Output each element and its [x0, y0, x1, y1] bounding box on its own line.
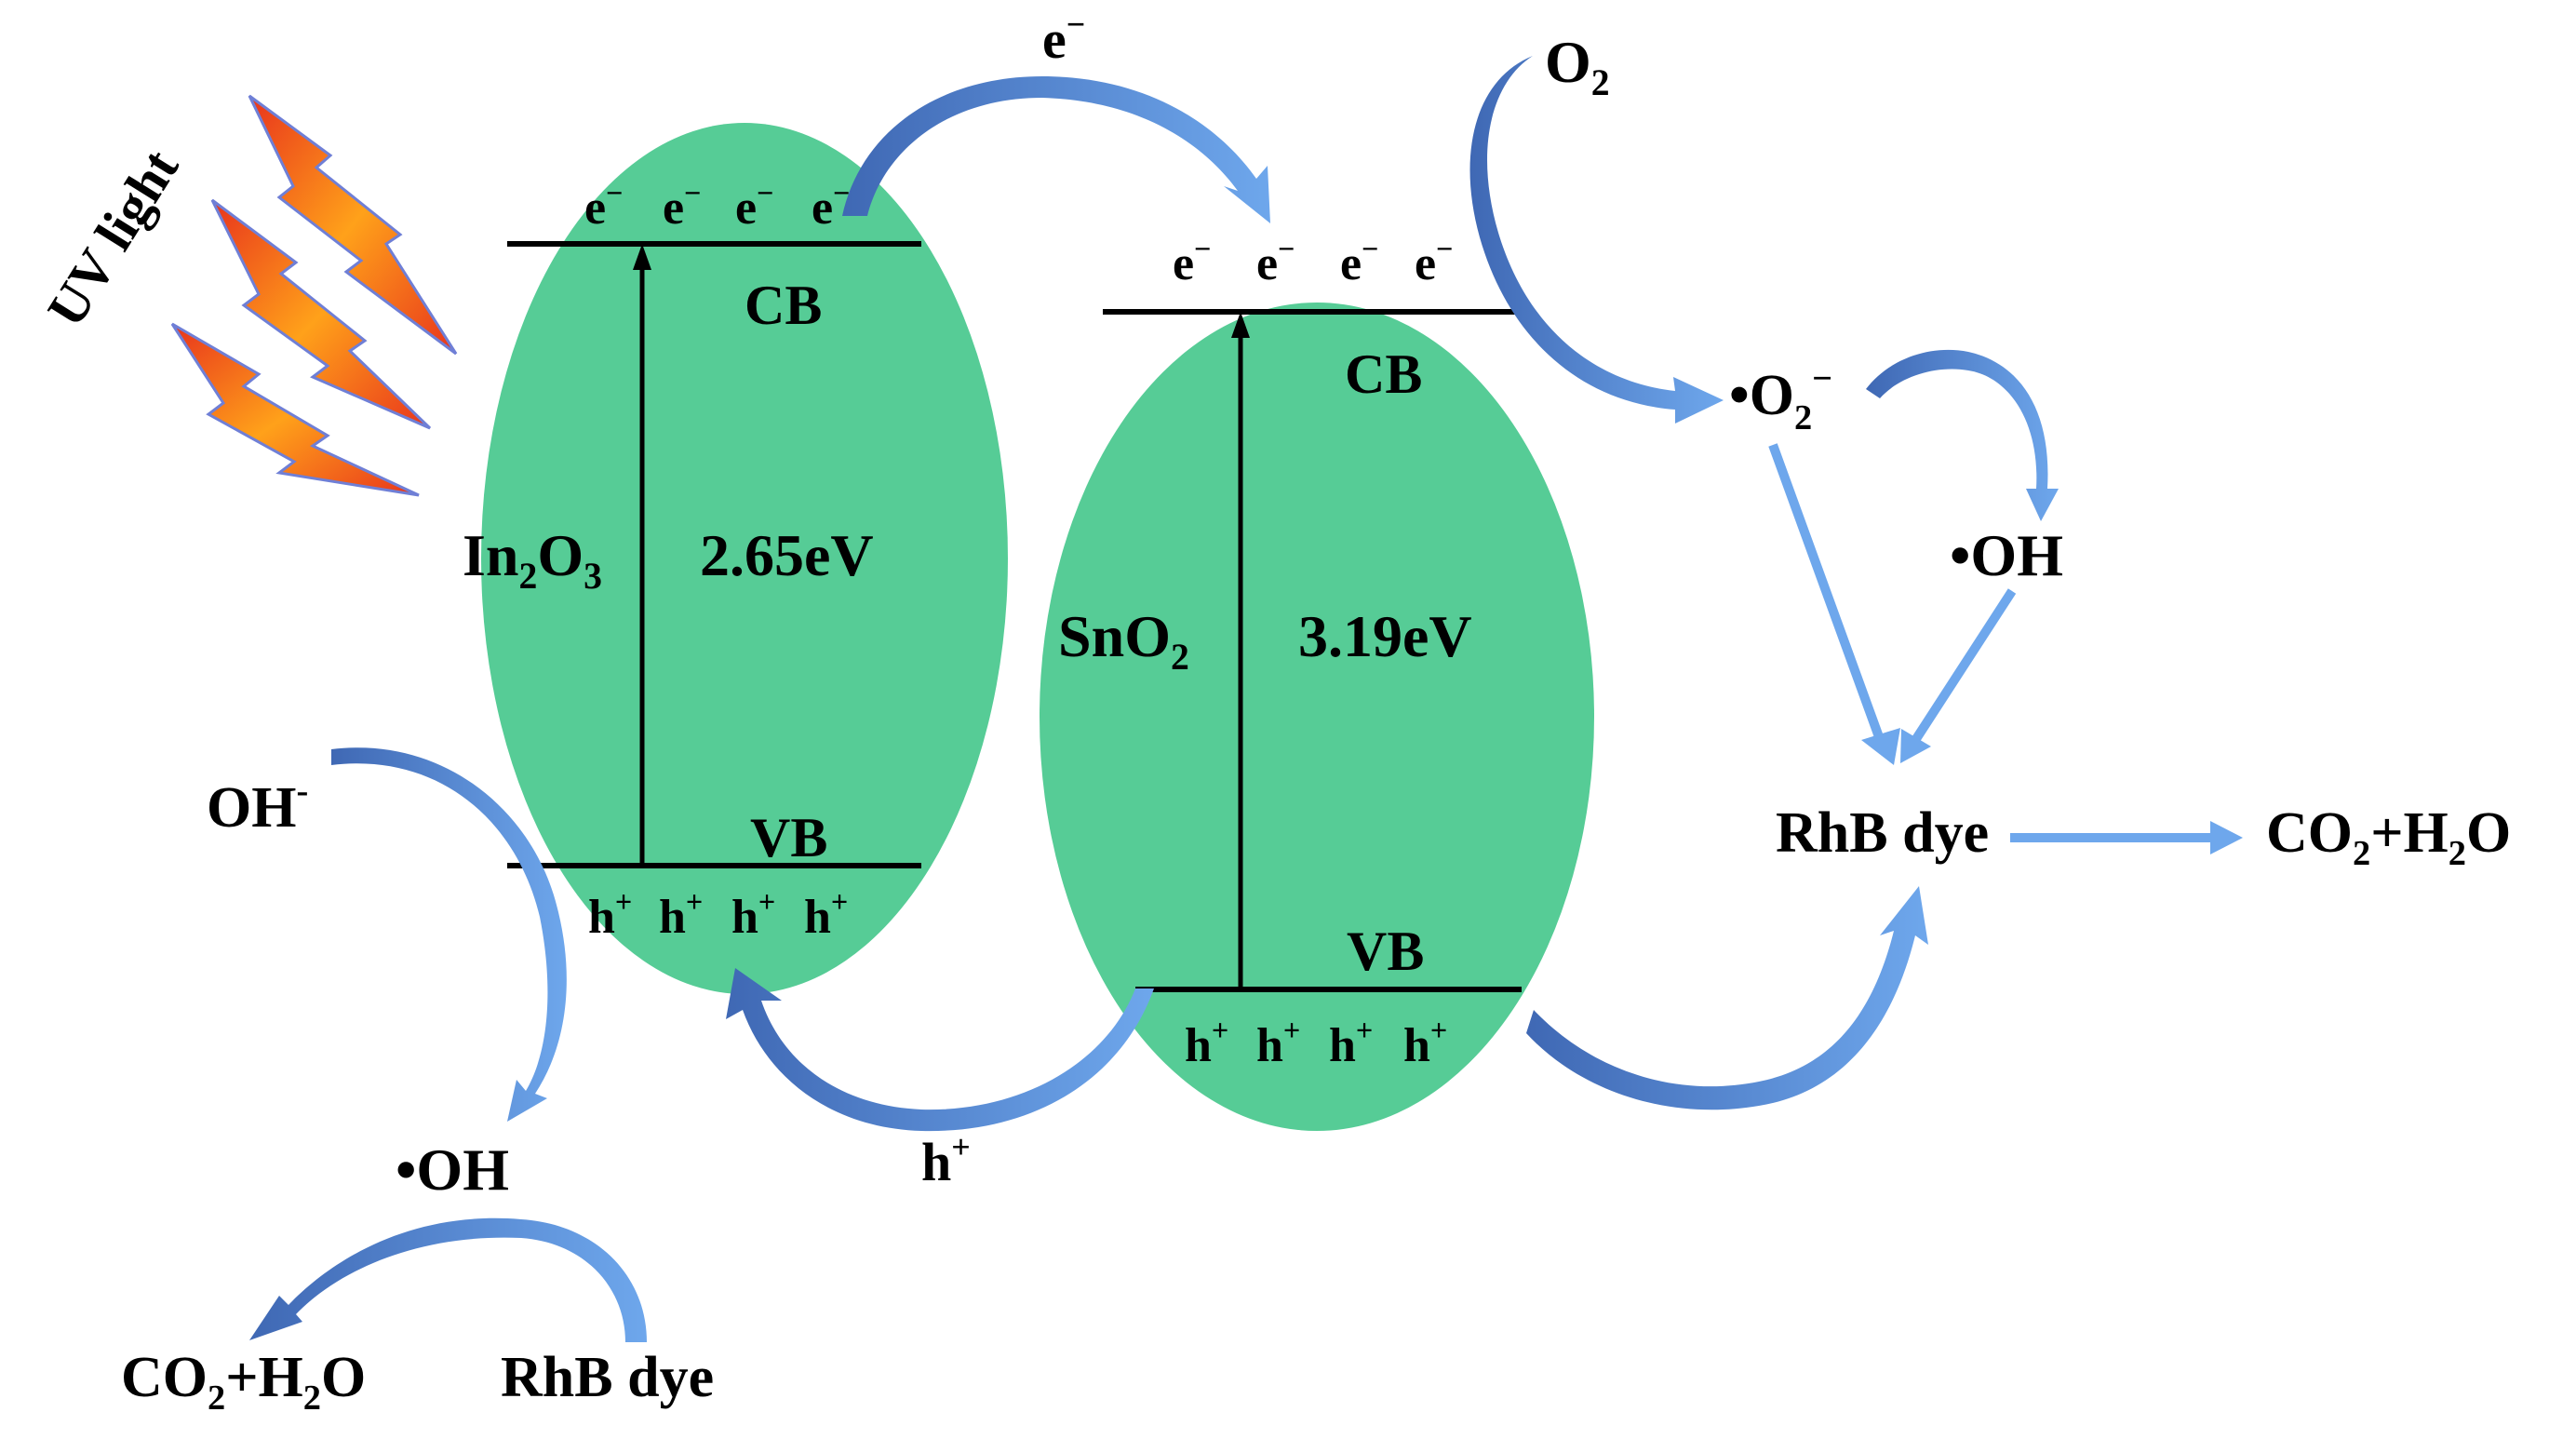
hydroxyl-radical-right-label: •OH [1950, 522, 2063, 588]
hole-symbol: h+ [1329, 1014, 1373, 1072]
electron-transfer-label: e− [1042, 6, 1085, 70]
in2o3-material-label: In2O3 [463, 522, 602, 597]
hole-transfer-arrow [726, 968, 1154, 1132]
sno2-vb-label: VB [1347, 921, 1424, 982]
hydroxyl-to-rhb-arrow [1908, 588, 2017, 747]
lightning-bolt-icon [210, 198, 432, 430]
hydroxide-oxidation-arrow [331, 747, 567, 1122]
co2-h2o-left-label: CO2+H2O [121, 1346, 366, 1418]
hole-symbol: h+ [731, 885, 775, 944]
hole-symbol: h+ [1403, 1014, 1447, 1072]
electron-symbol: e− [735, 176, 773, 235]
hole-oxidation-arrow [1526, 886, 1928, 1110]
arrowhead-icon [1900, 729, 1931, 763]
superoxide-to-hydroxyl-arrow [1866, 349, 2059, 521]
superoxide-to-rhb-arrow [1768, 443, 1886, 746]
sno2-electrons: e− e− e− e− [1173, 232, 1453, 290]
sno2-material-label: SnO2 [1058, 603, 1189, 678]
in2o3-gap-label: 2.65eV [700, 522, 874, 588]
oxygen-label: O2 [1545, 29, 1610, 103]
arrowhead-icon [2210, 821, 2243, 854]
in2o3-cb-label: CB [745, 275, 822, 336]
electron-transfer-arrow [842, 76, 1270, 223]
hole-transfer-label: h+ [921, 1128, 971, 1192]
sno2-cb-label: CB [1345, 343, 1422, 405]
sno2-band-ellipse [1040, 303, 1594, 1131]
uv-light-label: UV light [35, 139, 191, 337]
left-degradation-arrow [249, 1217, 647, 1342]
hydroxyl-radical-left-label: •OH [396, 1136, 509, 1203]
arrowhead-icon [1861, 728, 1900, 765]
in2o3-holes: h+ h+ h+ h+ [588, 885, 848, 944]
in2o3-band-ellipse [481, 123, 1008, 994]
lightning-bolt-icon [170, 322, 420, 497]
uv-light-bolts [170, 94, 458, 497]
hydroxide-ion-label: OH- [207, 772, 308, 840]
electron-symbol: e− [584, 176, 623, 235]
oxygen-reduction-arrow [1469, 56, 1724, 424]
electron-symbol: e− [663, 176, 701, 235]
electron-symbol: e− [1415, 232, 1453, 290]
sno2-band-structure: e− e− e− e− h+ h+ h+ h+ CB VB 3.19eV SnO2 [1058, 232, 1522, 1072]
electron-symbol: e− [1340, 232, 1378, 290]
rhb-dye-left-label: RhB dye [501, 1346, 714, 1409]
electron-symbol: e− [812, 176, 850, 235]
hole-symbol: h+ [659, 885, 703, 944]
transfer-arrows [249, 56, 2059, 1342]
hole-symbol: h+ [588, 885, 632, 944]
in2o3-band-structure: e− e− e− e− h+ h+ h+ h+ CB VB 2.65eV In2O3 [463, 176, 921, 944]
electron-symbol: e− [1173, 232, 1211, 290]
hole-symbol: h+ [804, 885, 848, 944]
hole-symbol: h+ [1256, 1014, 1300, 1072]
arrowhead-icon [1231, 312, 1250, 338]
sno2-holes: h+ h+ h+ h+ [1185, 1014, 1447, 1072]
in2o3-vb-label: VB [750, 807, 827, 868]
in2o3-electrons: e− e− e− e− [584, 176, 850, 235]
hole-symbol: h+ [1185, 1014, 1228, 1072]
rhb-dye-right-label: RhB dye [1776, 801, 1989, 865]
electron-symbol: e− [1256, 232, 1295, 290]
straight-arrows [1768, 443, 2243, 854]
lightning-bolt-icon [248, 94, 458, 356]
sno2-gap-label: 3.19eV [1298, 603, 1472, 669]
co2-h2o-right-label: CO2+H2O [2266, 801, 2511, 873]
arrowhead-icon [633, 244, 651, 270]
superoxide-radical-label: •O2− [1729, 359, 1832, 437]
